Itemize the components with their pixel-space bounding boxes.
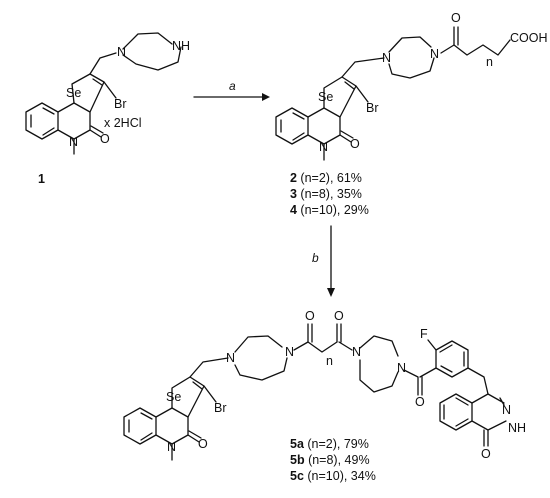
compound-2-4-structure (275, 26, 511, 161)
compound-5-structure (123, 323, 507, 461)
compound-1-structure (25, 32, 182, 155)
compound-5-n-label: N (167, 440, 176, 454)
compound-5-piperazine-n2-label: N (397, 361, 406, 375)
compound-2-4-diazepane-n1-label: N (382, 51, 391, 65)
yield-line-5a: 5a (n=2), 79% (290, 437, 369, 451)
compound-5-phthalazinone-n-label: N (502, 403, 511, 417)
compound-2-4-carbonyl-o-label: O (451, 11, 461, 25)
compound-5-carbonyl-o3-label: O (415, 395, 425, 409)
compound-1-se-label: Se (66, 86, 81, 100)
compound-5-piperazine-n1-label: N (352, 345, 361, 359)
compound-2-4-o-label: O (350, 137, 360, 151)
compound-2-4-se-label: Se (318, 90, 333, 104)
step-b-label: b (312, 251, 319, 265)
reaction-arrow-b (327, 225, 335, 297)
compound-1-nh-label: NH (172, 39, 190, 53)
compound-1-salt-label: x 2HCl (104, 116, 142, 130)
compound-2-4-cooh-label: COOH (510, 31, 548, 45)
compound-5-f-label: F (420, 327, 428, 341)
compound-1-n-label: N (69, 135, 78, 149)
compound-2-4-br-label: Br (366, 101, 379, 115)
compound-5-n-index: n (326, 354, 333, 368)
compound-1-o-label: O (100, 132, 110, 146)
compound-5-carbonyl-o2-label: O (334, 309, 344, 323)
compound-2-4-n-label: N (319, 140, 328, 154)
yield-line-4: 4 (n=10), 29% (290, 203, 369, 217)
compound-5-diazepane-n1-label: N (226, 351, 235, 365)
compound-1-number: 1 (38, 172, 45, 186)
compound-1-br-label: Br (114, 97, 127, 111)
compound-5-carbonyl-o1-label: O (305, 309, 315, 323)
reaction-arrow-a (193, 93, 270, 101)
yield-line-2: 2 (n=2), 61% (290, 171, 362, 185)
compound-1-diazepane-n-label: N (117, 45, 126, 59)
yield-line-5b: 5b (n=8), 49% (290, 453, 370, 467)
compound-2-4-diazepane-n2-label: N (430, 47, 439, 61)
step-a-label: a (229, 79, 236, 93)
compound-5-diazepane-n2-label: N (285, 345, 294, 359)
yield-line-5c: 5c (n=10), 34% (290, 469, 376, 483)
compound-5-phthalazinone-nh-label: NH (508, 421, 526, 435)
yield-line-3: 3 (n=8), 35% (290, 187, 362, 201)
compound-5-se-label: Se (166, 390, 181, 404)
compound-5-phthalazinone-o-label: O (481, 447, 491, 461)
compound-2-4-n-index: n (486, 55, 493, 69)
compound-5-br-label: Br (214, 401, 227, 415)
compound-5-o-label: O (198, 437, 208, 451)
